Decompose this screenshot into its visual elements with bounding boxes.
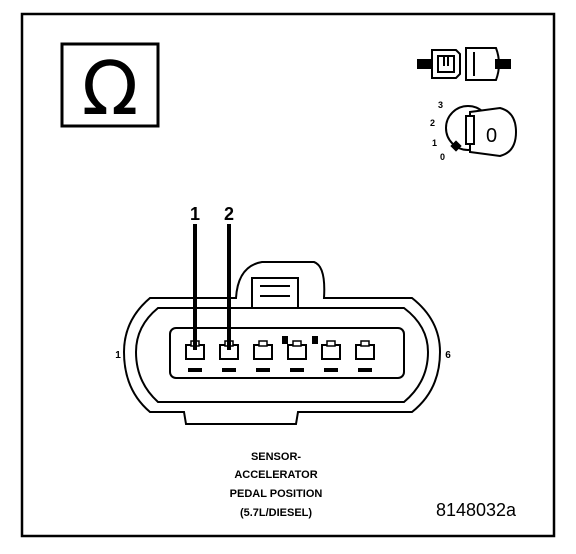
connector-disconnected-icon <box>417 47 511 81</box>
caption-line-2: ACCELERATOR <box>234 469 317 481</box>
callout-pin1: 1 <box>190 204 200 224</box>
ignition-key-icon: 3 2 1 0 0 <box>430 100 518 162</box>
caption-line-1: SENSOR- <box>251 451 301 463</box>
key-label: 0 <box>486 125 497 147</box>
key-position-1: 1 <box>432 138 437 148</box>
connector-left-pin-label: 1 <box>115 350 121 361</box>
connector-latch <box>251 277 299 309</box>
key-position-2: 2 <box>430 118 435 128</box>
cavity-3 <box>253 340 273 372</box>
callout-pin2: 2 <box>224 204 234 224</box>
connector-right-pin-label: 6 <box>445 350 451 361</box>
connector-cavities <box>185 340 375 372</box>
figure-id: 8148032a <box>436 500 517 520</box>
caption-line-4: (5.7L/DIESEL) <box>240 507 312 519</box>
ohm-symbol: Ω <box>82 46 139 132</box>
cavity-4 <box>287 340 307 372</box>
key-position-3: 3 <box>438 100 443 110</box>
component-caption: SENSOR- ACCELERATOR PEDAL POSITION (5.7L… <box>230 451 323 519</box>
probe-leads <box>193 224 231 350</box>
cavity-5 <box>321 340 341 372</box>
ohmmeter-icon: Ω <box>60 42 160 132</box>
cavity-6 <box>355 340 375 372</box>
caption-line-3: PEDAL POSITION <box>230 488 323 500</box>
key-position-0: 0 <box>440 152 445 162</box>
